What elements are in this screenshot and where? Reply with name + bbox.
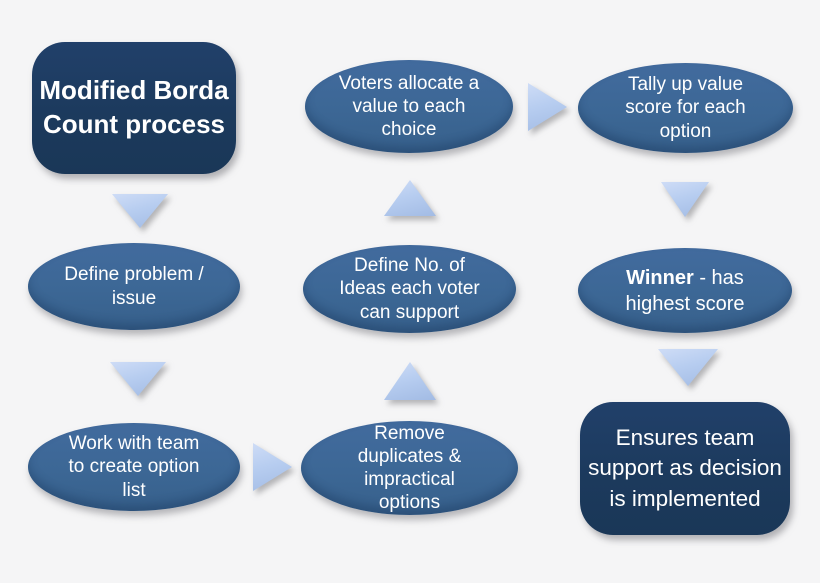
node-winner-label-rest: - has highest score — [625, 266, 745, 315]
node-voters-allocate-label: Voters allocate a value to each choice — [338, 72, 480, 141]
node-define-problem: Define problem / issue — [28, 243, 240, 330]
node-remove-duplicates-label: Remove duplicates & impractical options — [357, 422, 462, 514]
node-work-with-team: Work with team to create option list — [28, 423, 240, 511]
node-outcome: Ensures team support as decision is impl… — [580, 402, 790, 535]
arrow-start-to-define-problem-icon — [112, 194, 168, 228]
node-define-problem-label: Define problem / issue — [64, 264, 204, 309]
node-work-with-team-label: Work with team to create option list — [68, 433, 200, 501]
down-triangle-icon — [112, 194, 168, 228]
node-start: Modified Borda Count process — [32, 42, 236, 174]
down-triangle-icon — [658, 349, 718, 386]
right-triangle-icon — [253, 443, 292, 491]
arrow-remove-duplicates-to-define-ideas-icon — [384, 362, 436, 400]
up-triangle-icon — [384, 362, 436, 400]
node-define-ideas: Define No. of Ideas each voter can suppo… — [303, 245, 516, 333]
node-winner-label: Winner - has highest score — [626, 265, 745, 317]
node-tally-scores-label: Tally up value score for each option — [625, 74, 746, 142]
down-triangle-icon — [110, 362, 166, 396]
down-triangle-icon — [661, 182, 709, 217]
arrow-work-with-team-to-remove-duplicates-icon — [253, 443, 292, 491]
right-triangle-icon — [528, 83, 567, 131]
node-outcome-label: Ensures team support as decision is impl… — [588, 424, 782, 511]
node-voters-allocate: Voters allocate a value to each choice — [305, 60, 513, 153]
node-define-ideas-label: Define No. of Ideas each voter can suppo… — [339, 255, 480, 323]
arrow-winner-to-outcome-icon — [658, 349, 718, 386]
arrow-voters-allocate-to-tally-scores-icon — [528, 83, 567, 131]
arrow-define-ideas-to-voters-allocate-icon — [384, 180, 436, 216]
up-triangle-icon — [384, 180, 436, 216]
arrow-define-problem-to-work-with-team-icon — [110, 362, 166, 396]
arrow-tally-scores-to-winner-icon — [661, 182, 709, 217]
node-start-label: Modified Borda Count process — [39, 75, 229, 139]
node-remove-duplicates: Remove duplicates & impractical options — [301, 421, 518, 515]
node-tally-scores: Tally up value score for each option — [578, 63, 793, 153]
node-winner: Winner - has highest score — [578, 248, 792, 333]
node-winner-label-bold: Winner — [626, 266, 694, 289]
